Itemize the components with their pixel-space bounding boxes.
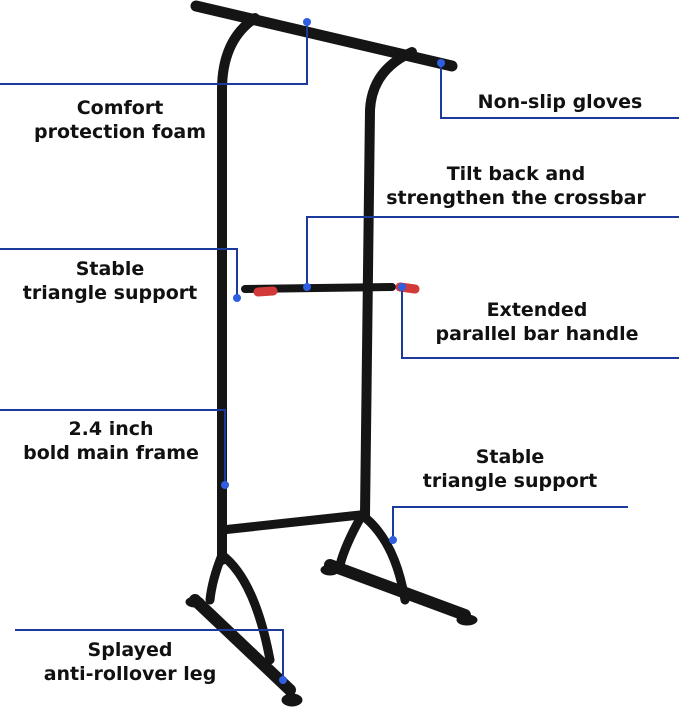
- label-line: triangle support: [422, 470, 598, 492]
- callout-dots: [221, 18, 445, 684]
- label-line: parallel bar handle: [435, 323, 639, 345]
- label-line: strengthen the crossbar: [386, 187, 646, 209]
- label-line: triangle support: [22, 282, 198, 304]
- label-line: Extended: [486, 299, 588, 321]
- label-line: Splayed: [87, 639, 173, 661]
- label-line: anti-rollover leg: [43, 663, 217, 685]
- label-line: 2.4 inch: [68, 418, 154, 440]
- label-line: Tilt back and: [446, 163, 586, 185]
- label-line: Stable: [75, 258, 145, 280]
- label-line: Non-slip gloves: [477, 91, 643, 113]
- label-line: bold main frame: [23, 442, 199, 464]
- label-line: protection foam: [34, 121, 206, 143]
- callout-lines: [0, 22, 679, 680]
- label-line: Comfort: [76, 97, 164, 119]
- label-line: Stable: [475, 446, 545, 468]
- frame: [185, 0, 478, 707]
- callout-non-slip-gloves: Non-slip gloves: [478, 90, 643, 114]
